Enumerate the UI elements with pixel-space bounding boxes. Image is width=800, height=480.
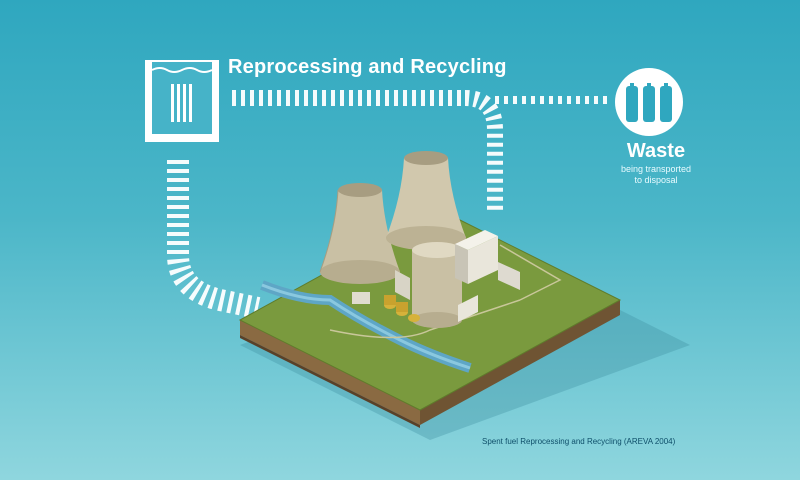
- spent-fuel-pool-icon: [145, 60, 219, 142]
- waste-sublabel-line1: being transported: [620, 164, 692, 174]
- flow-path: [167, 90, 612, 319]
- nuclear-power-plant-illustration: [238, 151, 690, 440]
- waste-sublabel: being transported to disposal: [596, 164, 716, 186]
- waste-sublabel-line2: to disposal: [634, 175, 678, 185]
- diagram-title: Reprocessing and Recycling: [228, 56, 507, 78]
- waste-canisters-icon: [615, 68, 683, 136]
- source-caption: Spent fuel Reprocessing and Recycling (A…: [482, 437, 676, 446]
- waste-label: Waste: [626, 140, 686, 162]
